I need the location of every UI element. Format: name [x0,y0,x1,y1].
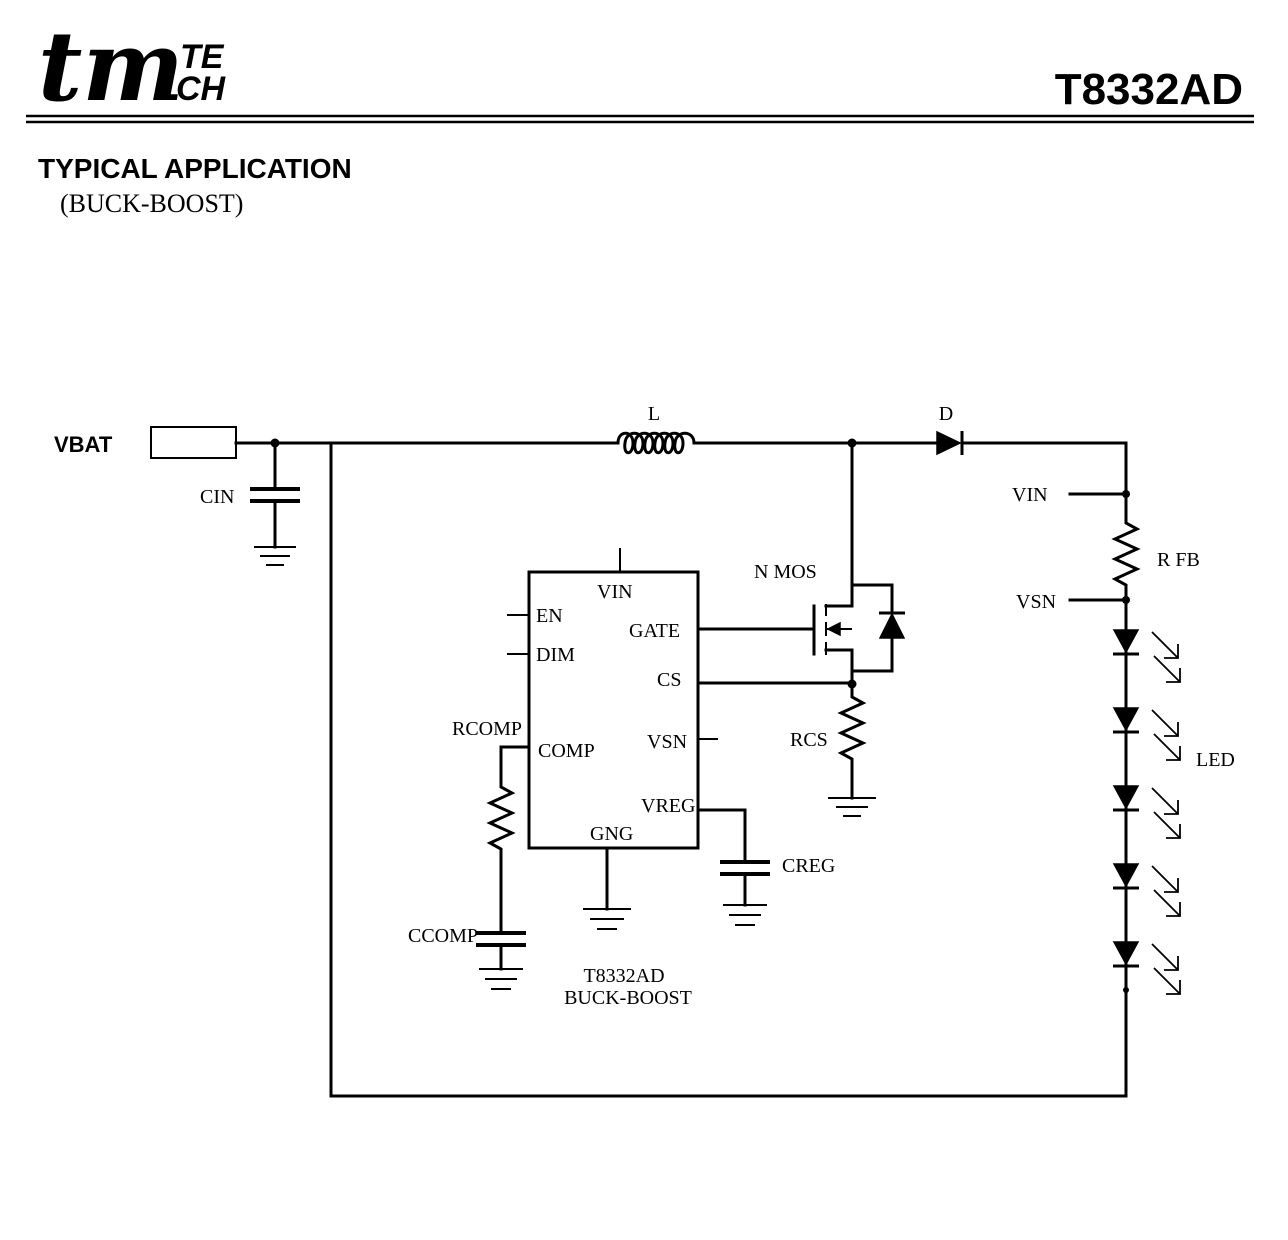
logo-sub-bottom-text: CH [176,70,227,108]
vsn-node-label: VSN [1016,591,1056,613]
pin-comp: COMP [538,740,595,762]
top-rail [234,441,1128,1098]
ground-icon [479,968,523,990]
ground-icon [583,908,631,930]
nmos-transistor-icon [696,441,906,686]
rfb-label: R FB [1157,549,1200,571]
led-string [1112,629,1181,995]
led-icon [1112,863,1181,917]
diode-label: D [939,403,953,425]
pin-en: EN [536,605,563,627]
rcs-label: RCS [790,729,828,751]
vin-node-label: VIN [1012,484,1048,506]
ic-name-caption: T8332AD [583,965,664,987]
vbat-terminal [150,426,237,459]
rcomp-label: RCOMP [452,718,522,740]
rfb-resistor [1111,492,1141,602]
ic-ground [583,846,631,930]
led-icon [1112,941,1181,995]
vbat-label: VBAT [54,432,113,457]
ic-body [527,570,700,850]
pin-vsn: VSN [647,731,687,753]
rcomp-ccomp-network [476,745,531,990]
pin-dim: DIM [536,644,575,666]
ground-icon [723,904,767,926]
nmos-label: N MOS [754,561,817,583]
pin-vreg: VREG [641,795,695,817]
diode-icon [936,430,964,456]
section-title: TYPICAL APPLICATION [38,153,352,184]
inductor-coil-icon [616,431,696,455]
ic-mode-caption: BUCK-BOOST [564,987,692,1009]
logo-main-text: tm [38,10,184,123]
pin-gnd: GNG [590,823,633,845]
ground-icon [828,797,876,817]
rcs-resistor [828,682,876,817]
led-icon [1112,707,1181,761]
led-icon [1112,629,1181,683]
part-number: T8332AD [1055,65,1243,114]
led-label: LED [1196,749,1235,771]
creg-capacitor [696,808,770,926]
ic-t8332ad: VIN EN DIM GATE CS COMP VSN VREG GNG [507,548,718,850]
cin-label: CIN [200,486,234,508]
section-subtitle: (BUCK-BOOST) [60,189,243,218]
pin-cs: CS [657,669,681,691]
ic-en-dim-stubs [507,614,529,655]
pin-vin: VIN [597,581,633,603]
led-string-end-node [1123,987,1129,993]
pin-gate: GATE [629,620,680,642]
vsn-node [1122,596,1130,604]
creg-label: CREG [782,855,835,877]
ground-icon [254,546,296,566]
led-icon [1112,785,1181,839]
inductor-label: L [648,403,660,425]
company-logo: tm TE CH [38,10,227,123]
ccomp-label: CCOMP [408,925,478,947]
logo-sub-top-text: TE [180,38,225,76]
cin-capacitor [250,441,300,566]
